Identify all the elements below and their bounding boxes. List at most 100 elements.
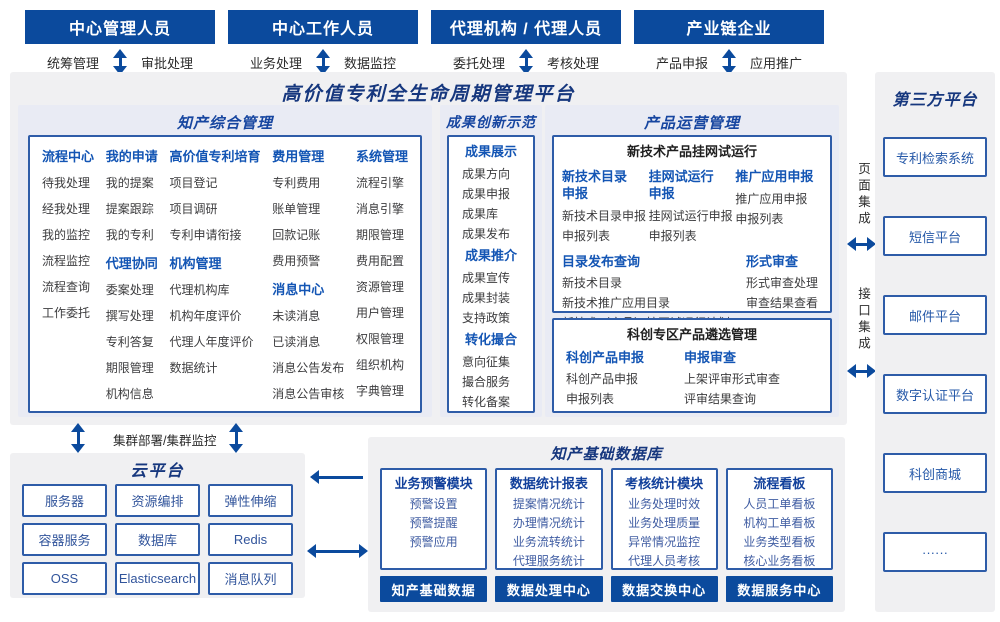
menu-entry: 项目调研 [169, 202, 218, 216]
menu-entry: 用户管理 [355, 306, 404, 320]
apply-column: 推广应用申报 推广应用申报申报列表 [735, 166, 822, 246]
third-party-box: 专利检索系统 [883, 137, 987, 177]
menu-entry: 流程中心 [42, 149, 95, 164]
actor-roles: 统筹管理 审批处理 [25, 46, 215, 78]
panel-product-operation: 产品运营管理 新技术产品挂网试运行 新技术目录申报 新技术目录申报申报列表 挂网… [545, 105, 839, 417]
menu-entry: 消息公告发布 [272, 361, 345, 375]
menu-entry: 成果方向 [462, 167, 511, 181]
menu-entry: 账单管理 [272, 202, 321, 216]
db-module-title: 考核统计模块 [625, 476, 704, 491]
actor-role-left: 委托处理 [452, 55, 505, 71]
menu-entry: 业务处理时效 [628, 497, 701, 511]
db-module: 业务预警模块 预警设置预警提醒预警应用 [380, 468, 488, 570]
menu-entry: 代理协同 [105, 256, 158, 271]
third-party-box: 短信平台 [883, 216, 987, 256]
actor-title: 中心管理人员 [25, 10, 215, 44]
menu-entry: 成果封装 [462, 291, 511, 305]
menu-entry: 成果宣传 [462, 271, 511, 285]
cloud-service-box: OSS [22, 562, 107, 595]
ip-database-bars: 知产基础数据数据处理中心数据交换中心数据服务中心 [368, 570, 845, 602]
cloud-service-box: 容器服务 [22, 523, 107, 556]
menu-entry: 预警设置 [409, 497, 458, 511]
actor-role-right: 数据监控 [344, 55, 397, 71]
page-integration-label: 页面集成 [856, 162, 870, 228]
cloud-platform-title: 云平台 [130, 463, 185, 480]
menu-entry: 待我处理 [42, 176, 91, 190]
menu-column-process: 流程中心待我处理经我处理我的监控流程监控流程查询工作委托 [42, 141, 94, 407]
formal-review-group: 形式审查 形式审查处理审查结果查看 [746, 251, 822, 333]
cloud-service-box: 资源编排 [115, 484, 200, 517]
menu-entry: 期限管理 [105, 361, 154, 375]
db-module-title: 业务预警模块 [394, 476, 473, 491]
menu-entry: 申报列表 [648, 229, 697, 243]
menu-entry: 代理服务统计 [512, 554, 585, 568]
sci-tech-review-group: 申报审查 上架评审形式审查评审结果查询 [684, 347, 814, 409]
panel-ip-management-title: 知产综合管理 [176, 115, 273, 132]
menu-entry: 工作委托 [42, 306, 91, 320]
actor-group: 中心工作人员 业务处理 数据监控 [228, 10, 418, 78]
cloud-service-box: Redis [208, 523, 293, 556]
menu-entry: 未读消息 [272, 309, 321, 323]
menu-entry: 科创产品申报 [566, 372, 639, 386]
cloud-service-box: 服务器 [22, 484, 107, 517]
db-center-bar: 知产基础数据 [380, 576, 488, 602]
third-party-box: 科创商城 [883, 453, 987, 493]
menu-entry: 期限管理 [355, 228, 404, 242]
third-party-box: ······ [883, 532, 987, 572]
sci-tech-columns: 科创产品申报 科创产品申报申报列表 申报审查 上架评审形式审查评审结果查询 [554, 347, 830, 409]
menu-entry: 上架评审形式审查 [684, 372, 781, 386]
menu-entry: 消息公告审核 [272, 387, 345, 401]
menu-entry: 费用管理 [272, 149, 325, 164]
menu-entry: 推广应用申报 [735, 192, 808, 206]
double-arrow-vertical-icon [229, 423, 243, 453]
trial-run-box: 新技术产品挂网试运行 新技术目录申报 新技术目录申报申报列表 挂网试运行申报 挂… [552, 135, 832, 330]
menu-column-fee: 费用管理专利费用账单管理回款记账费用预警消息中心未读消息已读消息消息公告发布消息… [272, 141, 344, 407]
menu-entry: 高价值专利培育 [169, 149, 261, 164]
menu-entry: 成果库 [462, 207, 499, 221]
menu-entry: 我的提案 [105, 176, 154, 190]
menu-entry: 费用预警 [272, 254, 321, 268]
db-center-bar: 数据服务中心 [725, 576, 833, 602]
actor-group: 代理机构 / 代理人员 委托处理 考核处理 [431, 10, 621, 78]
panel-achievement: 成果创新示范 成果展示成果方向成果申报成果库成果发布成果推介成果宣传成果封装支持… [440, 105, 542, 417]
achievement-box: 成果展示成果方向成果申报成果库成果发布成果推介成果宣传成果封装支持政策转化撮合意… [447, 135, 535, 413]
menu-entry: 消息引擎 [355, 202, 404, 216]
menu-entry: 提案跟踪 [105, 202, 154, 216]
menu-entry: 机构信息 [105, 387, 154, 401]
menu-entry: 费用配置 [355, 254, 404, 268]
menu-entry: 支持政策 [462, 311, 511, 325]
actor-title: 中心工作人员 [228, 10, 418, 44]
db-module: 考核统计模块 业务处理时效业务处理质量异常情况监控代理人员考核 [610, 468, 718, 570]
menu-entry: 已读消息 [272, 335, 321, 349]
sci-tech-review-title: 申报审查 [684, 350, 737, 365]
actor-roles: 产品申报 应用推广 [634, 46, 824, 78]
double-arrow-horizontal-icon [847, 364, 876, 378]
menu-entry: 委案处理 [105, 283, 154, 297]
menu-entry: 专利申请衔接 [169, 228, 242, 242]
actor-role-right: 考核处理 [547, 55, 600, 71]
db-module-title: 流程看板 [753, 476, 806, 491]
db-center-bar: 数据处理中心 [495, 576, 603, 602]
panel-ip-management: 知产综合管理 流程中心待我处理经我处理我的监控流程监控流程查询工作委托 我的申请… [18, 105, 432, 417]
db-module: 数据统计报表 提案情况统计办理情况统计业务流转统计代理服务统计 [495, 468, 603, 570]
menu-entry: 撮合服务 [462, 375, 511, 389]
platform-container: 高价值专利全生命周期管理平台 知产综合管理 流程中心待我处理经我处理我的监控流程… [10, 72, 847, 425]
interface-integration-label: 接口集成 [856, 287, 870, 353]
menu-entry: 我的专利 [105, 228, 154, 242]
menu-column-system: 系统管理流程引擎消息引擎期限管理费用配置资源管理用户管理权限管理组织机构字典管理 [356, 141, 408, 407]
menu-entry: 经我处理 [42, 202, 91, 216]
menu-entry: 流程监控 [42, 254, 91, 268]
menu-entry: 权限管理 [355, 332, 404, 346]
double-arrow-vertical-icon [71, 423, 85, 453]
menu-entry: 业务流转统计 [512, 535, 585, 549]
menu-entry: 转化撮合 [464, 332, 517, 347]
actor-title: 代理机构 / 代理人员 [431, 10, 621, 44]
menu-entry: 评审结果查询 [684, 392, 757, 406]
actor-role-left: 产品申报 [655, 55, 708, 71]
double-arrow-vertical-icon [113, 49, 127, 75]
catalog-query-title: 目录发布查询 [562, 254, 641, 269]
menu-entry: 审查结果查看 [746, 296, 819, 310]
menu-entry: 提案情况统计 [512, 497, 585, 511]
actor-roles: 委托处理 考核处理 [431, 46, 621, 78]
menu-entry: 成果申报 [462, 187, 511, 201]
